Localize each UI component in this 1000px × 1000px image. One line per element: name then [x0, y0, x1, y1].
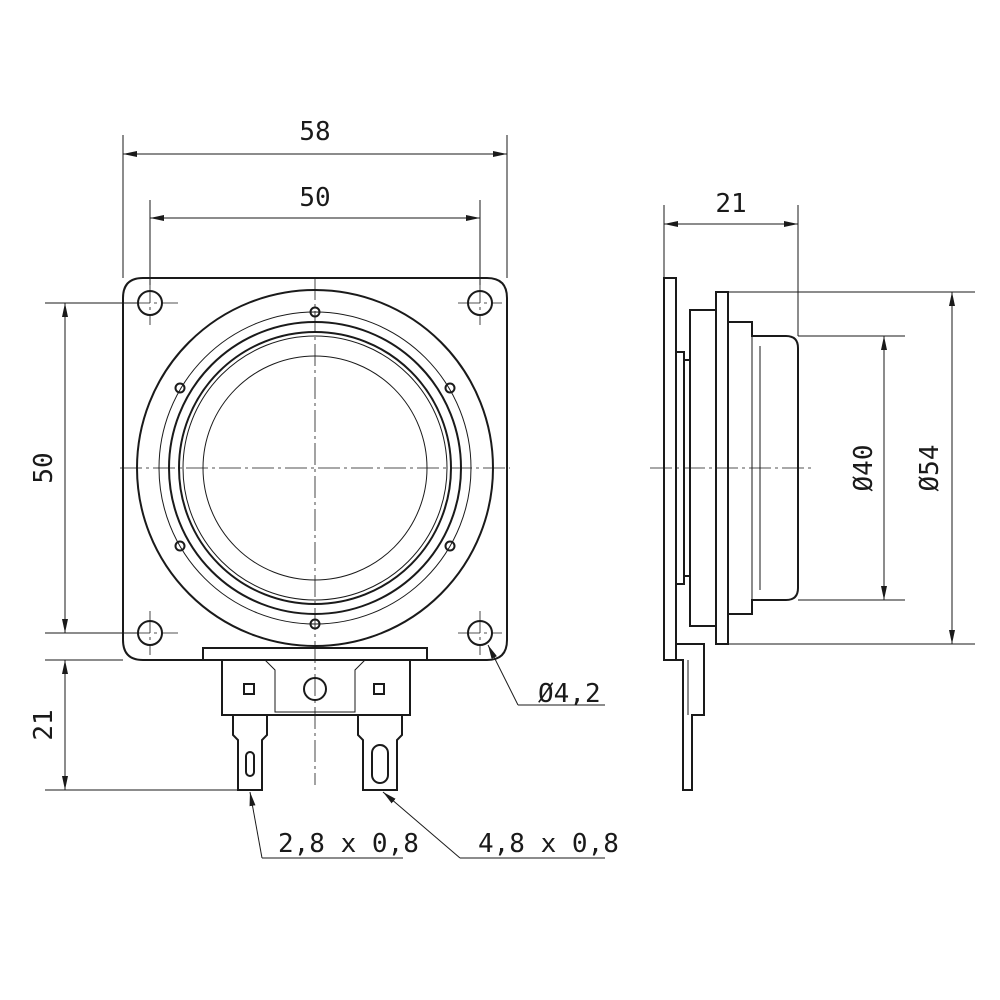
dimension-overall-width: 58 [122, 117, 508, 278]
mounting-hole-callout: Ø4,2 [487, 644, 605, 709]
diameter-inner-label: Ø40 [849, 445, 879, 492]
dimension-diameter-outer: Ø54 [728, 291, 975, 645]
large-terminal-callout: 4,8 x 0,8 [382, 791, 619, 859]
ring-hole [174, 540, 186, 552]
hole-spacing-vertical-label: 50 [29, 452, 59, 483]
side-view: 21 Ø40 Ø54 [650, 189, 975, 791]
dimension-depth: 21 [663, 189, 799, 336]
diameter-outer-label: Ø54 [915, 445, 945, 492]
cone-edge [182, 335, 448, 601]
large-terminal-label: 4,8 x 0,8 [478, 829, 619, 859]
terminal-block [202, 647, 428, 716]
overall-width-label: 58 [299, 117, 330, 147]
front-frame [122, 277, 508, 661]
mounting-hole-label: Ø4,2 [538, 679, 601, 709]
ring-hole [444, 540, 456, 552]
dimension-terminal-height: 21 [29, 659, 240, 791]
small-terminal-tab [232, 715, 268, 791]
small-terminal-callout: 2,8 x 0,8 [249, 791, 419, 859]
dimension-hole-spacing-horizontal: 50 [149, 183, 481, 285]
dimension-diameter-inner: Ø40 [798, 335, 905, 601]
large-terminal-tab [357, 715, 403, 791]
terminal-height-label: 21 [29, 709, 59, 740]
side-magnet [727, 321, 799, 615]
hole-spacing-horizontal-label: 50 [299, 183, 330, 213]
ring-hole [174, 382, 186, 394]
front-view: 58 50 50 21 Ø4,2 [29, 117, 619, 859]
small-terminal-label: 2,8 x 0,8 [278, 829, 419, 859]
dimension-hole-spacing-vertical: 50 [29, 302, 138, 634]
depth-label: 21 [715, 189, 746, 219]
ring-hole [444, 382, 456, 394]
side-flange [663, 277, 677, 661]
